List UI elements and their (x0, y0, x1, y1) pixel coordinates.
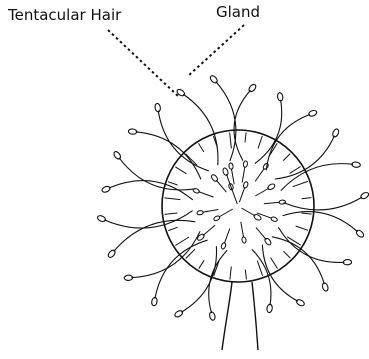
gland-head (321, 282, 328, 292)
inner-tentacle (219, 209, 233, 217)
rim-stroke (245, 270, 246, 280)
rim-stroke (245, 132, 246, 142)
gland-head (332, 128, 340, 138)
rim-stroke (293, 181, 308, 186)
gland-head (209, 311, 216, 320)
rim-stroke (199, 143, 204, 152)
gland-head (193, 188, 200, 194)
inner-tentacle (241, 222, 244, 238)
rim-stroke (168, 227, 177, 230)
rim-stroke (258, 136, 262, 148)
rim-stroke (302, 213, 312, 214)
inner-tentacle (203, 210, 219, 213)
inner-tentacle (216, 180, 226, 192)
gland-head (196, 233, 205, 241)
inner-tentacle (232, 189, 238, 204)
inner-tentacle (231, 169, 234, 185)
rim-stroke (230, 267, 231, 280)
label-gland: Gland (216, 5, 260, 20)
rim-stroke (271, 258, 278, 269)
gland-head (266, 304, 272, 313)
tentacle-hair (114, 220, 195, 251)
tentacle-hair (284, 197, 362, 210)
rim-stroke (199, 260, 204, 268)
gland-head (222, 167, 229, 176)
inner-tentacle (239, 187, 244, 202)
gland-head (210, 174, 218, 183)
rim-stroke (165, 213, 178, 214)
tentacle-hair (266, 115, 309, 170)
tentacle-hair (283, 212, 357, 232)
tentacle-hair (234, 91, 250, 161)
rim-stroke (168, 182, 177, 185)
gland-head (107, 249, 116, 259)
rim-stroke (230, 133, 232, 149)
gland-head (267, 183, 276, 191)
rim-stroke (175, 167, 186, 174)
gland-head (241, 237, 246, 244)
tentacle-hair (158, 111, 208, 171)
rim-stroke (283, 251, 290, 258)
rim-stroke (302, 198, 312, 199)
inner-tentacle (199, 192, 214, 198)
gland-head (97, 215, 107, 223)
rim-stroke (283, 154, 290, 161)
gland-head (277, 92, 283, 101)
gland-head (151, 297, 158, 306)
label-tentacular-hair: Tentacular Hair (8, 8, 121, 23)
inner-tentacle (203, 225, 215, 235)
inner-tentacle (242, 208, 256, 216)
gland-head (295, 298, 305, 307)
tentacle-hair (281, 164, 352, 191)
gland-head (113, 150, 122, 160)
tentacle-group (97, 74, 369, 320)
pointer-lines (108, 25, 244, 96)
rim-stroke (296, 226, 308, 230)
tentacle-hair (209, 251, 227, 313)
tentacle-hair (184, 95, 218, 165)
rim-stroke (257, 261, 262, 276)
tentacle-hair (252, 250, 271, 305)
inner-tentacle (255, 188, 269, 196)
pointer-tentacular-hair (108, 30, 178, 96)
tentacle-hair (255, 100, 282, 163)
gland-head (221, 242, 227, 249)
petiole (222, 282, 258, 350)
tentacle-hair (136, 132, 201, 179)
gland-head (197, 210, 204, 215)
gland-head (213, 215, 221, 222)
inner-tentacle (224, 229, 230, 244)
rim-stroke (175, 237, 189, 246)
tentacle-hair (279, 228, 344, 263)
tentacle-hair (155, 240, 207, 298)
tentacle-hair (119, 158, 195, 190)
gland-head (308, 109, 318, 117)
gland-head (228, 163, 233, 170)
gland-head (101, 185, 111, 193)
gland-head (243, 161, 248, 168)
tentacle-hair (216, 82, 236, 161)
rim-stroke (164, 198, 180, 200)
gland-head (262, 163, 269, 171)
pointer-gland (188, 25, 244, 76)
inner-tentacle (242, 167, 245, 183)
gland-head (271, 216, 278, 222)
gland-head (243, 181, 249, 188)
inner-tentacle (255, 168, 264, 181)
gland-head (264, 237, 272, 246)
inner-tentacle (256, 227, 266, 239)
tentacle-hair (182, 247, 217, 312)
gland-head (174, 309, 184, 318)
inner-tentacle (264, 202, 280, 203)
rim-stroke (186, 249, 195, 258)
gland-head (360, 191, 369, 200)
inner-gland-group (164, 132, 311, 279)
gland-head (154, 103, 160, 112)
gland-head (279, 200, 286, 205)
